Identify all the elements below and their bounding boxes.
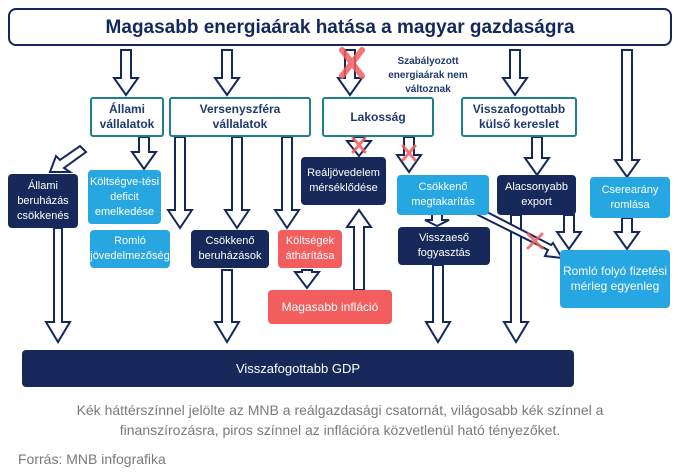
arrow-state-investment [48, 144, 88, 173]
arrow-comp-cost [273, 136, 301, 230]
sector-households: Lakosság [322, 97, 434, 137]
box-profitability: Romló jövedelmezőség [90, 230, 170, 268]
arrow-title-external [501, 49, 529, 97]
box-cost-pass-through: Költségek áthárítása [278, 230, 342, 268]
box-gdp: Visszafogottabb GDP [22, 350, 574, 387]
box-current-account: Romló folyó fizetési mérleg egyenleg [560, 250, 670, 308]
box-real-income-decline: Reáljövedelem mérséklődése [301, 157, 386, 205]
arrow-terms-balance [613, 217, 641, 251]
arrow-state-deficit [130, 136, 158, 171]
sector-external-demand: Visszafogottabb külső kereslet [461, 97, 577, 137]
arrow-consumption-gdp [424, 264, 452, 344]
arrow-comp-invest [223, 136, 251, 230]
arrow-comp-profit [166, 136, 194, 230]
box-higher-inflation: Magasabb infláció [268, 290, 392, 324]
regulated-prices-note: Szabályozott energiaárak nem változnak [388, 56, 468, 95]
arrow-excise-inflation-up [345, 208, 373, 291]
box-terms-of-trade: Cserearány romlása [590, 177, 670, 218]
box-budget-deficit: Költségve-tési deficit emelkedése [88, 170, 161, 224]
arrow-state-gdp [44, 227, 72, 344]
arrow-title-state [112, 49, 140, 97]
sector-competitive-companies: Versenyszféra vállalatok [169, 97, 311, 137]
legend-note: Kék háttérszínnel jelölte az MNB a reálg… [76, 402, 604, 438]
arrow-title-terms [613, 49, 641, 179]
box-lower-export: Alacsonyabb export [497, 175, 576, 215]
arrow-title-competitive [213, 49, 241, 97]
source-label: Forrás: MNB infografika [18, 451, 166, 467]
sector-state-companies: Állami vállalatok [90, 97, 164, 137]
box-state-investment: Állami beruházás csökkenés [8, 174, 78, 228]
arrow-cost-inflation [293, 269, 321, 290]
box-investment-decline: Csökkenő beruházások [191, 230, 269, 268]
x-mark-regulated-2 [339, 47, 365, 79]
arrow-invest-gdp [213, 269, 241, 344]
arrow-ext-export [523, 136, 551, 177]
box-decreasing-savings: Csökkenő megtakarítás [397, 175, 489, 215]
arrow-export-balance [555, 214, 583, 251]
page-title: Magasabb energiaárak hatása a magyar gaz… [8, 8, 672, 46]
box-consumption-decline: Visszaeső fogyasztás [398, 227, 490, 265]
